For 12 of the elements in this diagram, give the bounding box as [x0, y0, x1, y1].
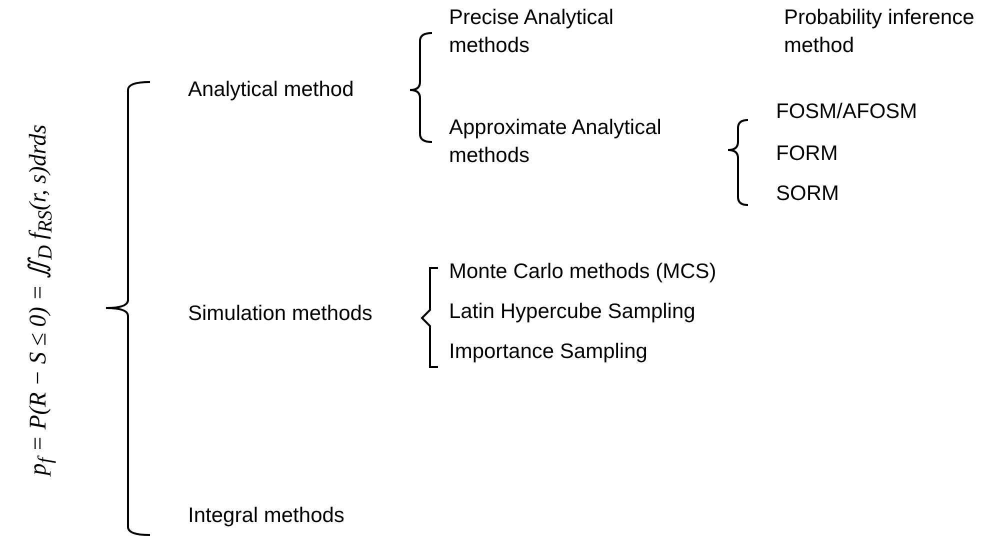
method-label: Approximate Analytical methods: [449, 115, 662, 169]
method-label: Latin Hypercube Sampling: [449, 299, 696, 325]
method-label: Monte Carlo methods (MCS): [449, 259, 718, 285]
category-label: Integral methods: [188, 503, 346, 529]
method-label: Importance Sampling: [449, 339, 648, 365]
method-label: FORM: [776, 141, 839, 167]
category-label: Analytical method: [188, 77, 355, 103]
category-label: Simulation methods: [188, 301, 374, 327]
method-label: Probability inference method: [784, 5, 976, 59]
method-label: FOSM/AFOSM: [776, 99, 918, 125]
method-label: SORM: [776, 181, 840, 207]
method-label: Precise Analytical methods: [449, 5, 615, 59]
